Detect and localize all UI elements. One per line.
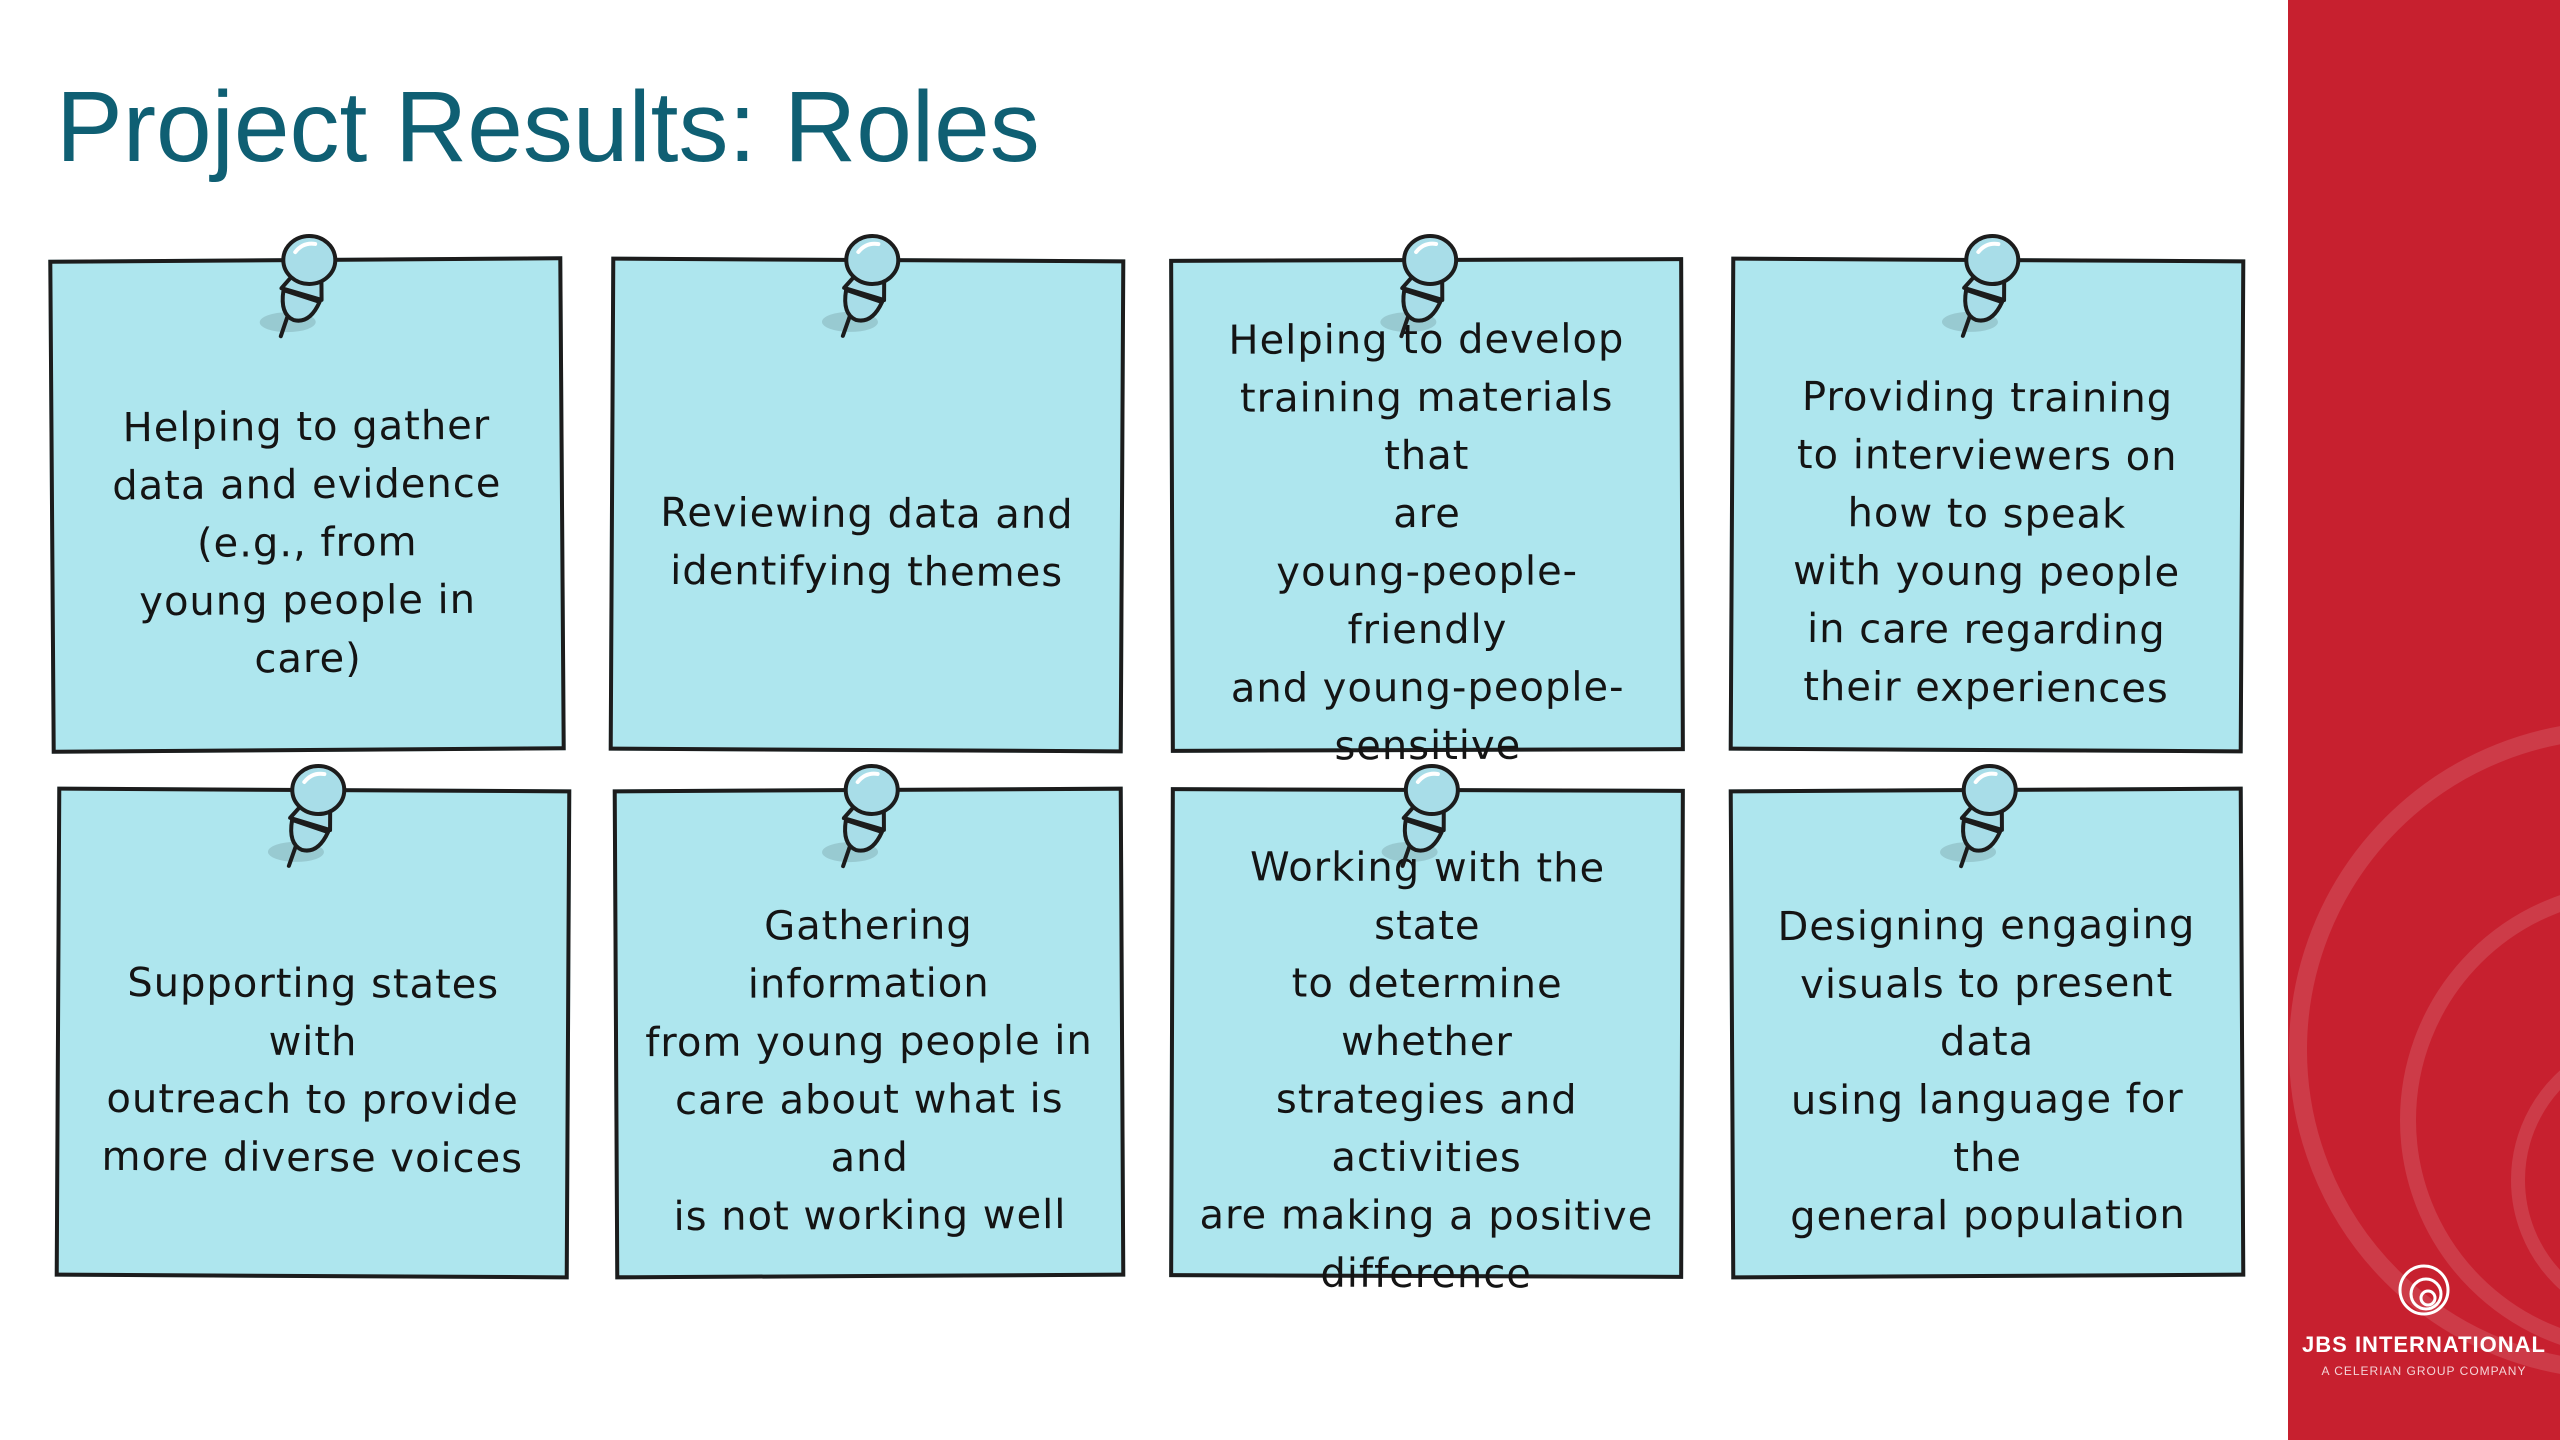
sticky-note: Designing engaging visuals to present da… bbox=[1728, 763, 2246, 1280]
pushpin-icon bbox=[259, 233, 338, 339]
sticky-note: Working with the state to determine whet… bbox=[1169, 764, 1685, 1297]
sticky-note: Reviewing data and identifying themes bbox=[608, 234, 1126, 754]
sticky-note: Providing training to interviewers on ho… bbox=[1728, 234, 2246, 754]
sticky-note: Supporting states with outreach to provi… bbox=[54, 764, 572, 1280]
note-text: Helping to develop training materials th… bbox=[1228, 316, 1625, 770]
note-text: Gathering information from young people … bbox=[645, 902, 1093, 1241]
swirl-decoration bbox=[2289, 726, 2560, 1374]
note-text: Working with the state to determine whet… bbox=[1199, 844, 1654, 1298]
note-text: Reviewing data and identifying themes bbox=[660, 489, 1074, 597]
pushpin-icon bbox=[1380, 233, 1459, 339]
jbs-logo-icon bbox=[2398, 1264, 2450, 1316]
pushpin-icon bbox=[267, 764, 347, 868]
pushpin-icon bbox=[1940, 763, 2018, 869]
pushpin-icon bbox=[1381, 764, 1460, 868]
brand-sidebar: JBS INTERNATIONAL A CELERIAN GROUP COMPA… bbox=[2288, 0, 2560, 1440]
pushpin-icon bbox=[821, 234, 901, 338]
pushpin-icon bbox=[1941, 234, 2021, 338]
brand-name: JBS INTERNATIONAL bbox=[2302, 1332, 2546, 1357]
pushpin-icon bbox=[822, 763, 900, 869]
slide-title: Project Results: Roles bbox=[56, 71, 1040, 183]
note-text: Supporting states with outreach to provi… bbox=[101, 960, 524, 1183]
sticky-note: Helping to develop training materials th… bbox=[1169, 233, 1685, 769]
note-text: Providing training to interviewers on ho… bbox=[1792, 374, 2181, 712]
sticky-note: Gathering information from young people … bbox=[612, 763, 1126, 1280]
brand-logo: JBS INTERNATIONAL A CELERIAN GROUP COMPA… bbox=[2288, 1262, 2560, 1378]
note-text: Helping to gather data and evidence (e.g… bbox=[112, 402, 502, 683]
sticky-note: Helping to gather data and evidence (e.g… bbox=[48, 233, 566, 754]
brand-tagline: A CELERIAN GROUP COMPANY bbox=[2321, 1364, 2527, 1378]
note-text: Designing engaging visuals to present da… bbox=[1777, 901, 2196, 1241]
